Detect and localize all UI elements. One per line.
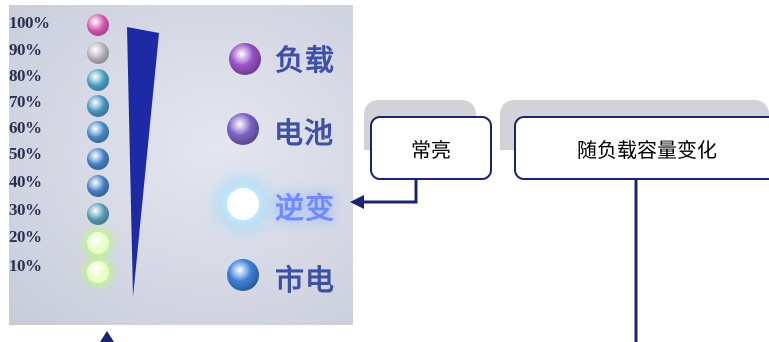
arrow-up-icon <box>100 331 114 342</box>
level-led <box>87 203 109 225</box>
level-led <box>87 261 109 283</box>
arrow-head-left-icon <box>350 195 364 209</box>
level-label: 90% <box>9 40 42 59</box>
load-label: 负载 <box>275 43 336 77</box>
inverter-label: 逆变 <box>275 191 336 225</box>
capacity-wedge-icon <box>127 27 159 297</box>
battery-led <box>227 113 259 145</box>
level-led <box>87 95 109 117</box>
steady-on-callout: 常亮 <box>370 116 492 180</box>
varies-with-load-callout: 随负载容量变化 <box>514 116 769 180</box>
battery-label: 电池 <box>274 116 335 150</box>
inverter-led <box>227 188 259 220</box>
level-led <box>87 42 109 64</box>
level-label: 60% <box>9 118 42 137</box>
steady-on-arrow-line <box>362 178 418 204</box>
level-label: 40% <box>9 172 42 191</box>
level-led <box>87 148 109 170</box>
load-led <box>229 43 261 75</box>
level-label: 50% <box>9 144 42 163</box>
level-label: 20% <box>9 227 42 246</box>
level-label: 100% <box>9 13 50 32</box>
level-led <box>87 121 109 143</box>
level-label: 10% <box>9 256 42 275</box>
level-label: 30% <box>9 200 42 219</box>
level-led <box>87 232 109 254</box>
level-label: 80% <box>9 66 42 85</box>
mains-label: 市电 <box>275 263 336 297</box>
level-label: 70% <box>9 92 42 111</box>
level-led <box>87 69 109 91</box>
ups-panel-photo: 100% 90% 80% 70% 60% 50% 40% 30% 20% 10%… <box>9 5 353 325</box>
level-led <box>87 14 109 36</box>
level-led <box>87 175 109 197</box>
mains-led <box>227 259 259 291</box>
